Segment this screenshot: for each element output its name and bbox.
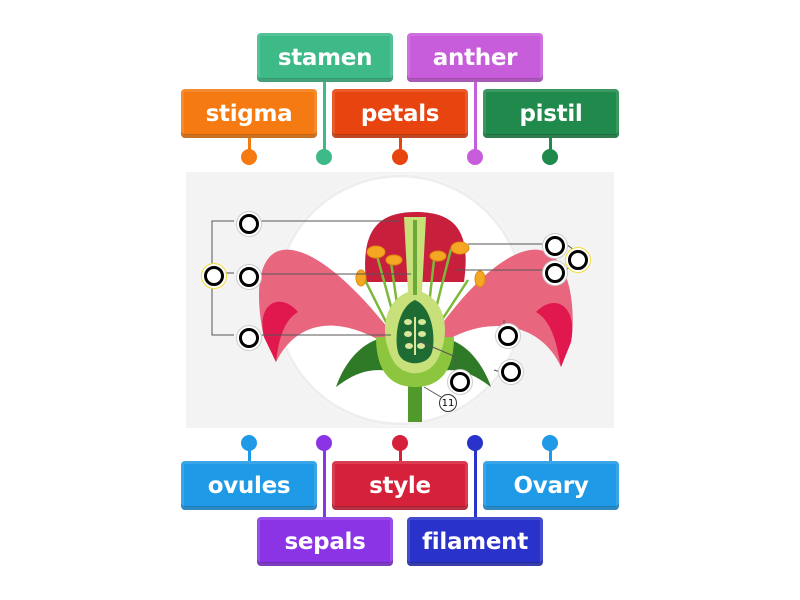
connector-ovary xyxy=(549,445,552,462)
drop-target-marker[interactable] xyxy=(545,236,565,256)
flower-diagram: 11 xyxy=(186,172,614,428)
drop-target-marker[interactable] xyxy=(239,328,259,348)
pin-dot-pistil[interactable] xyxy=(542,149,558,165)
connector-ovules xyxy=(248,445,251,462)
drop-target-marker[interactable] xyxy=(239,214,259,234)
drop-target-marker[interactable] xyxy=(204,266,224,286)
label-tile-stigma[interactable]: stigma xyxy=(181,89,317,138)
numbered-marker: 11 xyxy=(439,394,457,412)
pin-dot-anther[interactable] xyxy=(467,149,483,165)
label-tile-anther[interactable]: anther xyxy=(407,33,543,82)
connector-filament xyxy=(474,445,477,519)
flower-illustration xyxy=(211,174,575,426)
connector-stigma xyxy=(248,136,251,154)
pin-dot-stamen[interactable] xyxy=(316,149,332,165)
connector-style xyxy=(399,445,402,462)
connector-pistil xyxy=(549,136,552,154)
label-tile-petals[interactable]: petals xyxy=(332,89,468,138)
label-tile-ovary[interactable]: Ovary xyxy=(483,461,619,510)
drop-target-marker[interactable] xyxy=(450,372,470,392)
pin-dot-ovary[interactable] xyxy=(542,435,558,451)
label-tile-sepals[interactable]: sepals xyxy=(257,517,393,566)
connector-sepals xyxy=(323,445,326,519)
drop-target-marker[interactable] xyxy=(545,263,565,283)
label-tile-filament[interactable]: filament xyxy=(407,517,543,566)
connector-petals xyxy=(399,136,402,154)
label-tile-stamen[interactable]: stamen xyxy=(257,33,393,82)
pin-dot-stigma[interactable] xyxy=(241,149,257,165)
connector-stamen xyxy=(323,80,326,155)
pin-dot-sepals[interactable] xyxy=(316,435,332,451)
drop-target-marker[interactable] xyxy=(239,267,259,287)
pin-dot-ovules[interactable] xyxy=(241,435,257,451)
pin-dot-style[interactable] xyxy=(392,435,408,451)
label-tile-style[interactable]: style xyxy=(332,461,468,510)
connector-anther xyxy=(474,80,477,155)
drop-target-marker[interactable] xyxy=(568,250,588,270)
pin-dot-filament[interactable] xyxy=(467,435,483,451)
drop-target-marker[interactable] xyxy=(501,362,521,382)
drop-target-marker[interactable] xyxy=(498,326,518,346)
label-tile-ovules[interactable]: ovules xyxy=(181,461,317,510)
pin-dot-petals[interactable] xyxy=(392,149,408,165)
label-tile-pistil[interactable]: pistil xyxy=(483,89,619,138)
